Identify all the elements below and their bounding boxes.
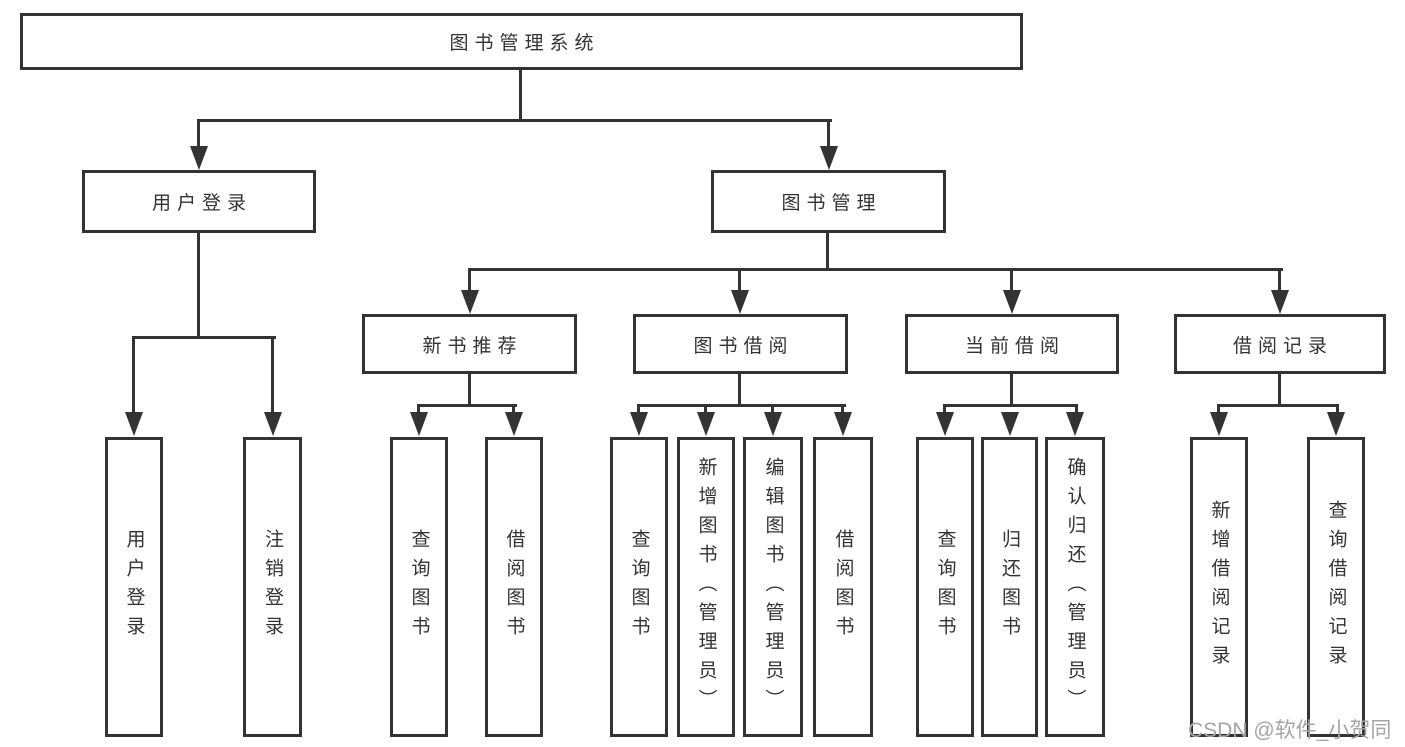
node-book-management-label: 图书管理 bbox=[781, 193, 882, 214]
arrowhead-icon bbox=[1003, 290, 1021, 314]
leaf-user-login-action: 用户登录 bbox=[105, 437, 163, 737]
connector-line bbox=[637, 404, 846, 407]
connector-line bbox=[1217, 404, 1339, 407]
connector-line bbox=[841, 404, 844, 414]
connector-line bbox=[943, 404, 946, 414]
connector-line bbox=[1336, 404, 1339, 414]
connector-line bbox=[519, 68, 522, 122]
leaf-borrow-borrow: 借阅图书 bbox=[813, 437, 873, 737]
arrowhead-icon bbox=[630, 412, 648, 436]
leaf-records-add: 新增借阅记录 bbox=[1190, 437, 1248, 737]
arrowhead-icon bbox=[1271, 290, 1289, 314]
arrowhead-icon bbox=[764, 412, 782, 436]
node-root-system: 图书管理系统 bbox=[20, 13, 1023, 70]
connector-line bbox=[271, 336, 274, 414]
arrowhead-icon bbox=[697, 412, 715, 436]
connector-line bbox=[826, 231, 829, 271]
node-root-label: 图书管理系统 bbox=[449, 33, 600, 54]
arrowhead-icon bbox=[1001, 412, 1019, 436]
node-current-borrowing: 当前借阅 bbox=[905, 314, 1119, 374]
leaf-borrow-search: 查询图书 bbox=[610, 437, 668, 737]
connector-line bbox=[468, 372, 471, 407]
leaf-current-search: 查询图书 bbox=[916, 437, 974, 737]
leaf-current-confirm-return-admin: 确认归还（管理员） bbox=[1045, 437, 1105, 737]
connector-line bbox=[1010, 372, 1013, 407]
node-new-book-recommend: 新书推荐 bbox=[362, 314, 577, 374]
leaf-records-search: 查询借阅记录 bbox=[1307, 437, 1365, 737]
arrowhead-icon bbox=[1327, 412, 1345, 436]
connector-line bbox=[827, 119, 830, 148]
connector-line bbox=[637, 404, 640, 414]
arrowhead-icon bbox=[190, 146, 208, 170]
connector-line bbox=[1010, 268, 1013, 293]
arrowhead-icon bbox=[410, 412, 428, 436]
connector-line bbox=[197, 231, 200, 339]
connector-line bbox=[1278, 268, 1281, 293]
leaf-newbook-borrow: 借阅图书 bbox=[485, 437, 543, 737]
leaf-current-return: 归还图书 bbox=[981, 437, 1038, 737]
node-user-login: 用户登录 bbox=[82, 170, 316, 233]
leaf-borrow-add-admin: 新增图书（管理员） bbox=[677, 437, 735, 737]
connector-line bbox=[738, 268, 741, 293]
arrowhead-icon bbox=[731, 290, 749, 314]
connector-line bbox=[197, 119, 832, 122]
connector-line bbox=[1075, 404, 1078, 414]
connector-line bbox=[417, 404, 420, 414]
leaf-logout: 注销登录 bbox=[243, 437, 302, 737]
arrowhead-icon bbox=[461, 290, 479, 314]
leaf-borrow-edit-admin: 编辑图书（管理员） bbox=[743, 437, 803, 737]
connector-line bbox=[197, 119, 200, 148]
node-book-management: 图书管理 bbox=[711, 170, 946, 233]
node-user-login-label: 用户登录 bbox=[151, 193, 252, 214]
connector-line bbox=[132, 336, 276, 339]
connector-line bbox=[704, 404, 707, 414]
connector-line bbox=[1278, 372, 1281, 407]
arrowhead-icon bbox=[936, 412, 954, 436]
connector-line bbox=[468, 268, 471, 293]
arrowhead-icon bbox=[834, 412, 852, 436]
connector-line bbox=[512, 404, 515, 414]
connector-line bbox=[132, 336, 135, 414]
arrowhead-icon bbox=[264, 412, 282, 436]
node-current-borrowing-label: 当前借阅 bbox=[964, 335, 1065, 357]
node-book-borrowing-label: 图书借阅 bbox=[693, 335, 794, 357]
arrowhead-icon bbox=[505, 412, 523, 436]
node-new-book-recommend-label: 新书推荐 bbox=[422, 335, 523, 357]
node-book-borrowing: 图书借阅 bbox=[633, 314, 848, 374]
node-borrowing-records-label: 借阅记录 bbox=[1232, 335, 1333, 357]
arrowhead-icon bbox=[125, 412, 143, 436]
connector-line bbox=[417, 404, 517, 407]
arrowhead-icon bbox=[820, 146, 838, 170]
node-borrowing-records: 借阅记录 bbox=[1174, 314, 1386, 374]
connector-line bbox=[771, 404, 774, 414]
connector-line bbox=[738, 372, 741, 407]
arrowhead-icon bbox=[1210, 412, 1228, 436]
connector-line bbox=[943, 404, 1078, 407]
connector-line bbox=[468, 268, 1283, 271]
arrowhead-icon bbox=[1066, 412, 1084, 436]
connector-line bbox=[1217, 404, 1220, 414]
csdn-watermark: CSDN @软件_小贺同学 bbox=[1188, 719, 1392, 742]
leaf-newbook-search: 查询图书 bbox=[390, 437, 448, 737]
